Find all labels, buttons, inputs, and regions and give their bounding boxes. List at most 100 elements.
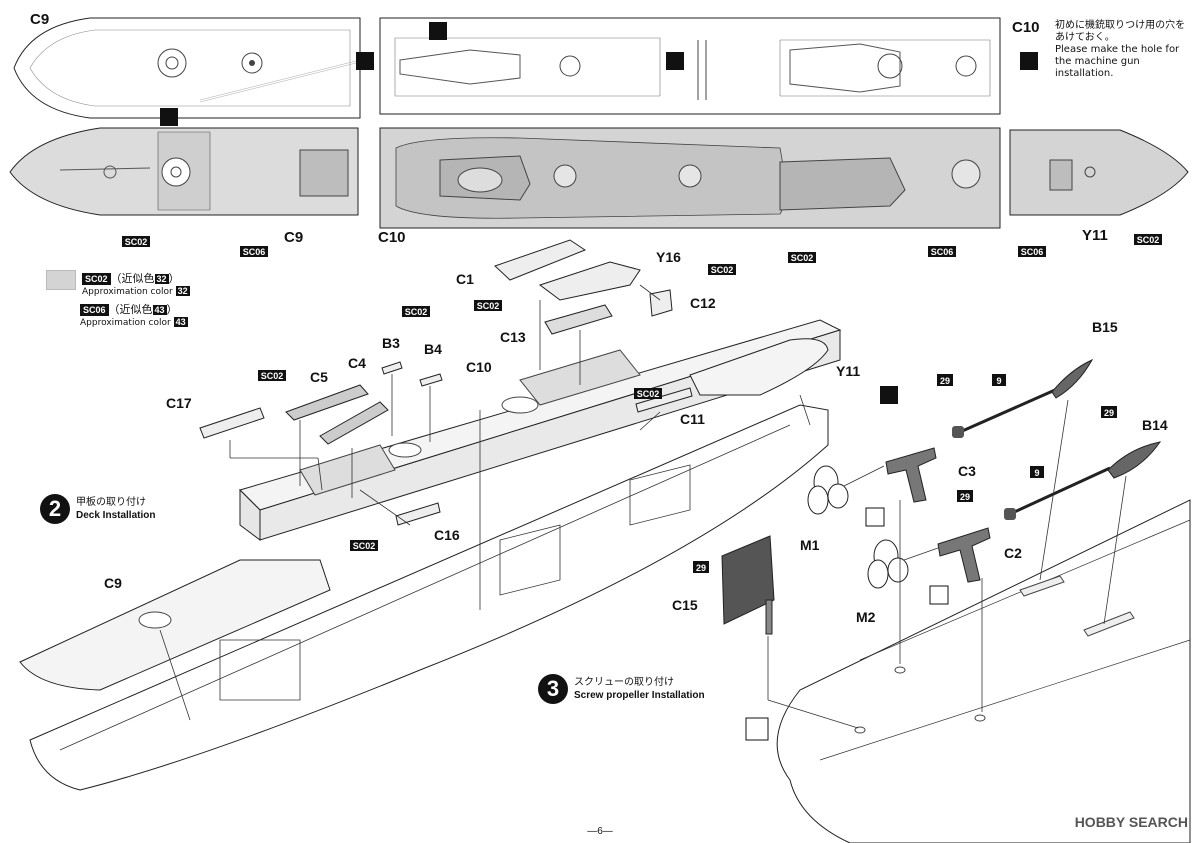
hole-note-en: Please make the hole for the machine gun… — [1055, 44, 1180, 79]
svg-text:SC02: SC02 — [405, 307, 428, 317]
legend-en-num: 43 — [173, 317, 188, 327]
svg-text:29: 29 — [1104, 408, 1114, 418]
no-glue-icon — [745, 717, 769, 741]
part-y16 — [538, 261, 641, 301]
color-29-tag: 29 — [1101, 406, 1117, 418]
part-b3 — [381, 361, 403, 375]
page-number: —6— — [587, 826, 613, 837]
sc02-tag: SC02 — [788, 252, 816, 263]
c9-bow-deck — [19, 559, 331, 691]
step-3-en: Screw propeller Installation — [574, 690, 705, 701]
sc06-tag: SC06 — [240, 246, 268, 257]
sc02-tag: SC02 — [1134, 234, 1162, 245]
svg-text:SC06: SC06 — [931, 247, 954, 257]
sc06-tag: SC06 — [928, 246, 956, 257]
sc02-swatch — [46, 270, 76, 290]
c16-label: C16 — [434, 527, 460, 543]
step-2-jp: 甲板の取り付け — [76, 497, 146, 508]
c9-part-label: C9 — [104, 575, 122, 591]
glue-icon — [880, 386, 898, 404]
shaft-b14 — [1004, 441, 1162, 520]
no-glue-icon — [929, 585, 949, 605]
hole-note-jp: 初めに機銃取りつけ用の穴をあけておく。 — [1055, 20, 1186, 43]
y11-deck-view — [1009, 129, 1189, 216]
legend-num: 32 — [154, 274, 169, 284]
legend-en-num: 32 — [175, 286, 190, 296]
rudder-c15 — [721, 535, 775, 635]
c5-label: C5 — [310, 369, 328, 385]
screw-arrows — [767, 399, 1127, 729]
svg-text:29: 29 — [940, 376, 950, 386]
svg-text:9: 9 — [996, 376, 1001, 386]
svg-text:SC02: SC02 — [125, 237, 148, 247]
c10-part-label: C10 — [466, 359, 492, 375]
svg-text:SC02: SC02 — [637, 389, 660, 399]
part-c17 — [199, 407, 265, 439]
svg-text:29: 29 — [960, 492, 970, 502]
color-9-tag: 9 — [1030, 466, 1044, 478]
assembly-arrows — [159, 284, 811, 721]
svg-text:SC02: SC02 — [1137, 235, 1160, 245]
legend-jp: （近似色 — [110, 272, 155, 285]
svg-text:SC06: SC06 — [1021, 247, 1044, 257]
stern-hull — [776, 499, 1191, 843]
c9-top-view — [13, 17, 361, 119]
watermark: HOBBY SEARCH — [1074, 814, 1188, 830]
svg-text:SC06: SC06 — [243, 247, 266, 257]
c10-top-view — [379, 17, 1001, 115]
shaft-b15 — [952, 358, 1094, 438]
c10-mid-label: C10 — [378, 229, 406, 246]
propeller-m2 — [867, 539, 909, 589]
step-2-number: 2 — [40, 494, 70, 524]
c2-label: C2 — [1004, 545, 1022, 561]
drill-icon — [1020, 52, 1038, 70]
b15-label: B15 — [1092, 319, 1118, 335]
sc02-tag: SC02 — [350, 540, 378, 551]
step-3-jp: スクリューの取り付け — [574, 677, 674, 688]
m2-label: M2 — [856, 609, 876, 625]
part-b4 — [419, 373, 443, 387]
sc02-tag: SC02 — [708, 264, 736, 275]
propeller-m1 — [807, 465, 849, 515]
svg-text:SC02: SC02 — [353, 541, 376, 551]
drill-icon — [666, 52, 684, 70]
svg-text:SC02: SC02 — [477, 301, 500, 311]
legend-close: ） — [168, 272, 180, 285]
b3-label: B3 — [382, 335, 400, 351]
c10-deck-view — [379, 127, 1001, 229]
step-3-heading: 3 スクリューの取り付け Screw propeller Installation — [538, 674, 705, 704]
svg-text:SC02: SC02 — [261, 371, 284, 381]
c9-deck-view — [9, 127, 359, 216]
sc06-tag: SC06 — [1018, 246, 1046, 257]
svg-text:9: 9 — [1034, 468, 1039, 478]
c10-top-label: C10 — [1012, 19, 1040, 36]
part-c12 — [649, 289, 673, 317]
strut-c3 — [885, 447, 937, 503]
step-3-number: 3 — [538, 674, 568, 704]
sc02-tag: SC02 — [402, 306, 430, 317]
c3-label: C3 — [958, 463, 976, 479]
svg-text:SC02: SC02 — [711, 265, 734, 275]
m1-label: M1 — [800, 537, 820, 553]
legend-en: Approximation color — [82, 287, 173, 297]
part-c16 — [395, 502, 441, 526]
color-29-tag: 29 — [693, 561, 709, 573]
legend-jp: （近似色 — [108, 303, 153, 316]
c12-label: C12 — [690, 295, 716, 311]
y16-label: Y16 — [656, 249, 681, 265]
svg-text:SC02: SC02 — [791, 253, 814, 263]
drill-icon — [429, 22, 447, 40]
y11-deck-part — [689, 338, 829, 396]
strut-c2 — [937, 527, 991, 583]
c15-label: C15 — [672, 597, 698, 613]
c9-mid-label: C9 — [284, 229, 303, 246]
svg-text:29: 29 — [696, 563, 706, 573]
c4-label: C4 — [348, 355, 366, 371]
sc02-tag: SC02 — [258, 370, 286, 381]
part-c1 — [494, 239, 587, 281]
color-29-tag: 29 — [957, 490, 973, 502]
